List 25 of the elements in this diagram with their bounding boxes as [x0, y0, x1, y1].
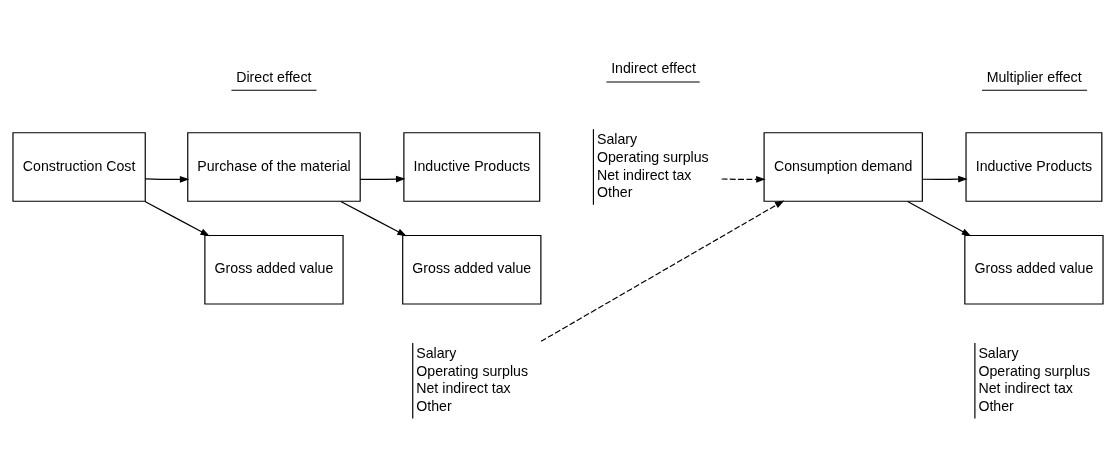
node-box: Gross added value — [204, 234, 344, 305]
node-box: Gross added value — [402, 234, 542, 305]
node-text: Salary Operating surplus Net indirect tax Other — [596, 130, 709, 200]
arrow — [144, 175, 190, 183]
arrow — [340, 200, 407, 236]
node-box: Purchase of the material — [187, 131, 361, 202]
node-box: Consumption demand — [763, 131, 923, 202]
arrow — [359, 175, 406, 182]
label: Net indirect tax — [978, 379, 1073, 396]
label: Other — [978, 397, 1014, 414]
node-box: Construction Cost — [12, 131, 146, 202]
label: Operating surplus — [978, 362, 1091, 379]
label: Indirect effect — [611, 59, 696, 76]
label: Direct effect — [236, 68, 312, 84]
arrow — [144, 200, 210, 236]
arrow — [721, 175, 766, 183]
arrow — [907, 200, 972, 236]
node-box: Gross added value — [964, 234, 1104, 305]
label: Multiplier effect — [986, 68, 1082, 84]
node-box: Inductive Products — [965, 131, 1103, 202]
arrow — [922, 175, 968, 182]
node-text: Salary Operating surplus Net indirect tax Other — [416, 344, 529, 414]
node-box: Inductive Products — [403, 131, 541, 202]
arrow — [540, 199, 785, 342]
label: Salary — [978, 344, 1019, 361]
